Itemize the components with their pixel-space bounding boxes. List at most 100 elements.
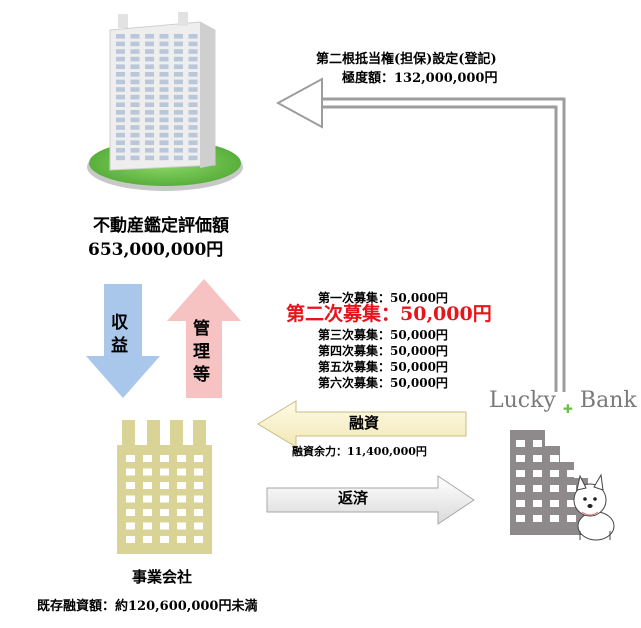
company-window: [160, 468, 169, 476]
tower-window: [130, 64, 140, 69]
lender-building-icon: [510, 430, 588, 535]
tower-window: [145, 87, 154, 92]
tower-window: [188, 117, 198, 123]
tower-window: [159, 56, 169, 62]
tower-window: [188, 125, 198, 130]
company-window: [126, 522, 135, 530]
tower-window: [116, 79, 125, 85]
management-label: 管理等: [193, 319, 210, 385]
tower-window: [145, 72, 154, 77]
tower-window: [145, 56, 154, 62]
tower-window: [130, 110, 140, 115]
tower-window: [130, 56, 140, 62]
tower-window: [159, 49, 169, 54]
bank-window: [550, 470, 559, 477]
tower-window: [188, 79, 198, 85]
bank-window: [533, 470, 542, 477]
tower-window: [145, 140, 154, 145]
tower-window: [130, 87, 140, 92]
offering-3: 第三次募集：50,000円: [318, 328, 448, 342]
company-window: [143, 455, 152, 462]
bank-window: [550, 515, 559, 522]
bank-window: [516, 485, 525, 492]
bank-window: [533, 515, 542, 522]
property-label: 不動産鑑定評価額: [93, 216, 229, 236]
tower-window: [188, 148, 198, 153]
lien-arrow: [275, 77, 566, 392]
bank-window: [533, 455, 542, 462]
company-window: [194, 536, 203, 543]
company-window: [126, 536, 135, 543]
bank-window: [567, 500, 576, 507]
apartment-tower-icon: [87, 12, 243, 191]
tower-window: [159, 125, 169, 130]
tower-window: [188, 140, 198, 145]
company-window: [194, 495, 203, 503]
bank-window: [567, 485, 576, 492]
offering-1: 第一次募集：50,000円: [318, 291, 448, 305]
tower-window: [145, 34, 154, 39]
bank-window: [567, 515, 576, 522]
tower-window: [174, 117, 183, 123]
tower-window: [116, 125, 125, 130]
bank-window: [516, 515, 525, 522]
tower-window: [174, 132, 183, 138]
tower-window: [174, 72, 183, 77]
company-label: 事業会社: [132, 568, 193, 586]
company-window: [143, 495, 152, 503]
company-window: [177, 455, 186, 462]
company-window: [126, 482, 135, 489]
bank-window: [533, 500, 542, 507]
tower-window: [130, 117, 140, 123]
tower-window: [116, 49, 125, 54]
tower-window: [174, 140, 183, 145]
tower-window: [159, 132, 169, 138]
tower-window: [174, 110, 183, 115]
company-window: [194, 468, 203, 476]
company-window: [177, 536, 186, 543]
company-window: [126, 455, 135, 462]
lender-logo-word2: Bank: [579, 388, 637, 413]
tower-window: [188, 87, 198, 92]
tower-window: [145, 110, 154, 115]
tower-window: [116, 155, 125, 161]
tower-window: [130, 125, 140, 130]
tower-window: [116, 117, 125, 123]
bank-window: [550, 500, 559, 507]
company-window: [194, 522, 203, 530]
tower-window: [188, 94, 198, 100]
company-window: [143, 482, 152, 489]
tower-window: [174, 87, 183, 92]
tower-window: [188, 102, 198, 107]
company-window: [177, 522, 186, 530]
tower-window: [130, 132, 140, 138]
bank-window: [516, 470, 525, 477]
company-building-icon: [117, 420, 212, 554]
bank-window: [550, 455, 559, 462]
tower-window: [174, 125, 183, 130]
tower-window: [130, 148, 140, 153]
tower-window: [174, 148, 183, 153]
tower-window: [188, 64, 198, 69]
company-window: [194, 482, 203, 489]
tower-window: [130, 41, 140, 47]
tower-window: [159, 140, 169, 145]
income-label: 収益: [111, 313, 128, 356]
lender-logo: Lucky ✚ Bank: [489, 388, 637, 416]
offering-5: 第五次募集：50,000円: [318, 360, 448, 374]
tower-window: [174, 94, 183, 100]
company-window: [177, 509, 186, 516]
tower-window: [159, 94, 169, 100]
financing-remaining: 融資余力：11,400,000円: [292, 445, 427, 458]
company-existing-loans: 既存融資額：約120,600,000円未満: [37, 599, 258, 614]
income-arrow: [86, 284, 160, 398]
repayment-arrow: [266, 475, 475, 525]
tower-window: [159, 79, 169, 85]
tower-window: [116, 140, 125, 145]
bank-window: [516, 440, 525, 447]
company-window: [160, 482, 169, 489]
financing-arrow: [257, 400, 467, 448]
bank-window: [533, 485, 542, 492]
